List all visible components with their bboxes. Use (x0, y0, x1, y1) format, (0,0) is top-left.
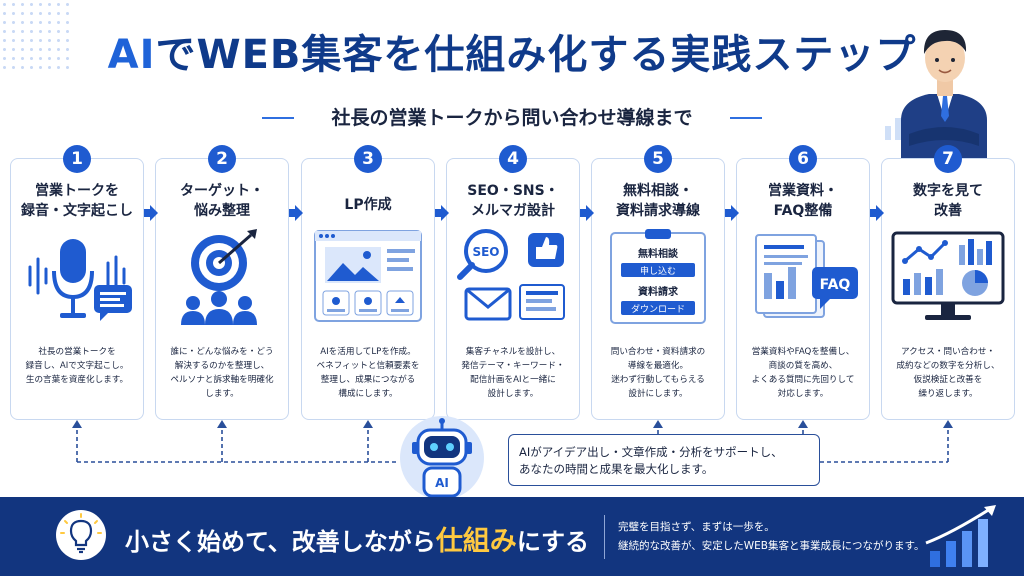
step-number-6: 6 (789, 145, 817, 173)
svg-text:SEO: SEO (472, 245, 499, 259)
svg-text:ダウンロード: ダウンロード (631, 303, 685, 315)
step-number-1: 1 (63, 145, 91, 173)
svg-text:申し込む: 申し込む (640, 265, 676, 277)
step-card-1: 営業トークを録音・文字起こし 社長の営業トークを録音し、AIで文字起こし。生の言… (10, 158, 144, 420)
arrow-right-icon (580, 205, 594, 221)
step-number-5: 5 (644, 145, 672, 173)
step-card-6: 営業資料・FAQ整備 FAQ 営業資料やFAQを整備し、商談の質を高め、よくある… (736, 158, 870, 420)
subtitle-line-right (730, 117, 762, 119)
step-title: 数字を見て改善 (913, 183, 983, 219)
landing-page-icon (314, 230, 422, 322)
step-description: 社長の営業トークを録音し、AIで文字起こし。生の言葉を資産化します。 (25, 347, 129, 385)
arrow-right-icon (725, 205, 739, 221)
growth-chart-icon (925, 505, 996, 567)
ai-robot-icon: AI (400, 416, 484, 500)
step-number-2: 2 (208, 145, 236, 173)
arrow-right-icon (289, 205, 303, 221)
step-title: SEO・SNS・メルマガ設計 (467, 183, 559, 219)
step-card-4: SEO・SNS・メルマガ設計 SEO 集客チャネルを設計し、発信テーマ・キーワー… (446, 158, 580, 420)
arrow-right-icon (144, 205, 158, 221)
page-title: AIでWEB集客を仕組み化する実践ステップ (107, 32, 917, 78)
faq-document-icon: FAQ (755, 234, 858, 318)
lightbulb-icon (56, 510, 106, 560)
step-description: 誰に・どんな悩みを・どう解決するのかを整理し、ペルソナと訴求軸を明確化します。 (170, 347, 274, 399)
step-card-3: LP作成 AIを活用してLPを作成。ベネフィットと信頼要素を整理し、成果につなが… (301, 158, 435, 420)
seo-sns-mail-icon: SEO (457, 229, 565, 321)
footer-submessage: 完璧を目指さず、まずは一歩を。 継続的な改善が、安定したWEB集客と事業成長につ… (618, 521, 925, 552)
footer-banner: 小さく始めて、改善しながら仕組みにする 完璧を目指さず、まずは一歩を。 継続的な… (0, 497, 1024, 576)
step-number-4: 4 (499, 145, 527, 173)
subtitle-line-left (262, 117, 294, 119)
ai-connector-lines (72, 420, 953, 463)
analytics-monitor-icon (891, 231, 1005, 320)
step-title: ターゲット・悩み整理 (180, 183, 264, 219)
step-card-5: 無料相談・資料請求導線 無料相談 申し込む 資料請求 ダウンロード 問い合わせ・… (591, 158, 725, 420)
step-title: 無料相談・資料請求導線 (616, 183, 700, 219)
step-description: アクセス・問い合わせ・成約などの数字を分析し、仮説検証と改善を繰り返します。 (896, 347, 1000, 399)
step-card-7: 数字を見て改善 アクセス・問い合わせ・成約などの数字を分析し、仮説検証と改善を繰… (881, 158, 1015, 420)
step-description: AIを活用してLPを作成。ベネフィットと信頼要素を整理し、成果につながる構成にし… (316, 347, 420, 399)
svg-text:AI: AI (435, 476, 449, 490)
ai-support-message: AIがアイデア出し・文章作成・分析をサポートし、 あなたの時間と成果を最大化しま… (508, 434, 820, 486)
step-title: LP作成 (344, 197, 392, 213)
step-number-7: 7 (934, 145, 962, 173)
arrow-right-icon (435, 205, 449, 221)
decorative-dots (0, 0, 70, 70)
arrow-right-icon (870, 205, 884, 221)
svg-text:無料相談: 無料相談 (638, 247, 679, 260)
page-subtitle: 社長の営業トークから問い合わせ導線まで (331, 107, 693, 129)
step-number-3: 3 (354, 145, 382, 173)
step-title: 営業トークを録音・文字起こし (21, 183, 133, 219)
microphone-icon (28, 239, 132, 321)
step-title: 営業資料・FAQ整備 (768, 183, 838, 219)
svg-text:FAQ: FAQ (820, 277, 851, 293)
step-description: 問い合わせ・資料請求の導線を最適化。迷わず行動してもらえる設計にします。 (610, 347, 706, 399)
footer-divider (604, 515, 605, 559)
form-clipboard-icon: 無料相談 申し込む 資料請求 ダウンロード (610, 229, 706, 324)
step-description: 集客チャネルを設計し、発信テーマ・キーワード・配信計画をAIと一緒に設計します。 (461, 347, 565, 399)
step-card-2: ターゲット・悩み整理 誰に・どんな悩みを・どう解決するのかを整理し、ペルソナと訴… (155, 158, 289, 420)
step-description: 営業資料やFAQを整備し、商談の質を高め、よくある質問に先回りして対応します。 (751, 347, 855, 399)
target-icon (181, 229, 257, 325)
svg-text:資料請求: 資料請求 (638, 285, 679, 298)
footer-message: 小さく始めて、改善しながら仕組みにする (125, 526, 590, 557)
businessman-illustration (885, 30, 987, 158)
